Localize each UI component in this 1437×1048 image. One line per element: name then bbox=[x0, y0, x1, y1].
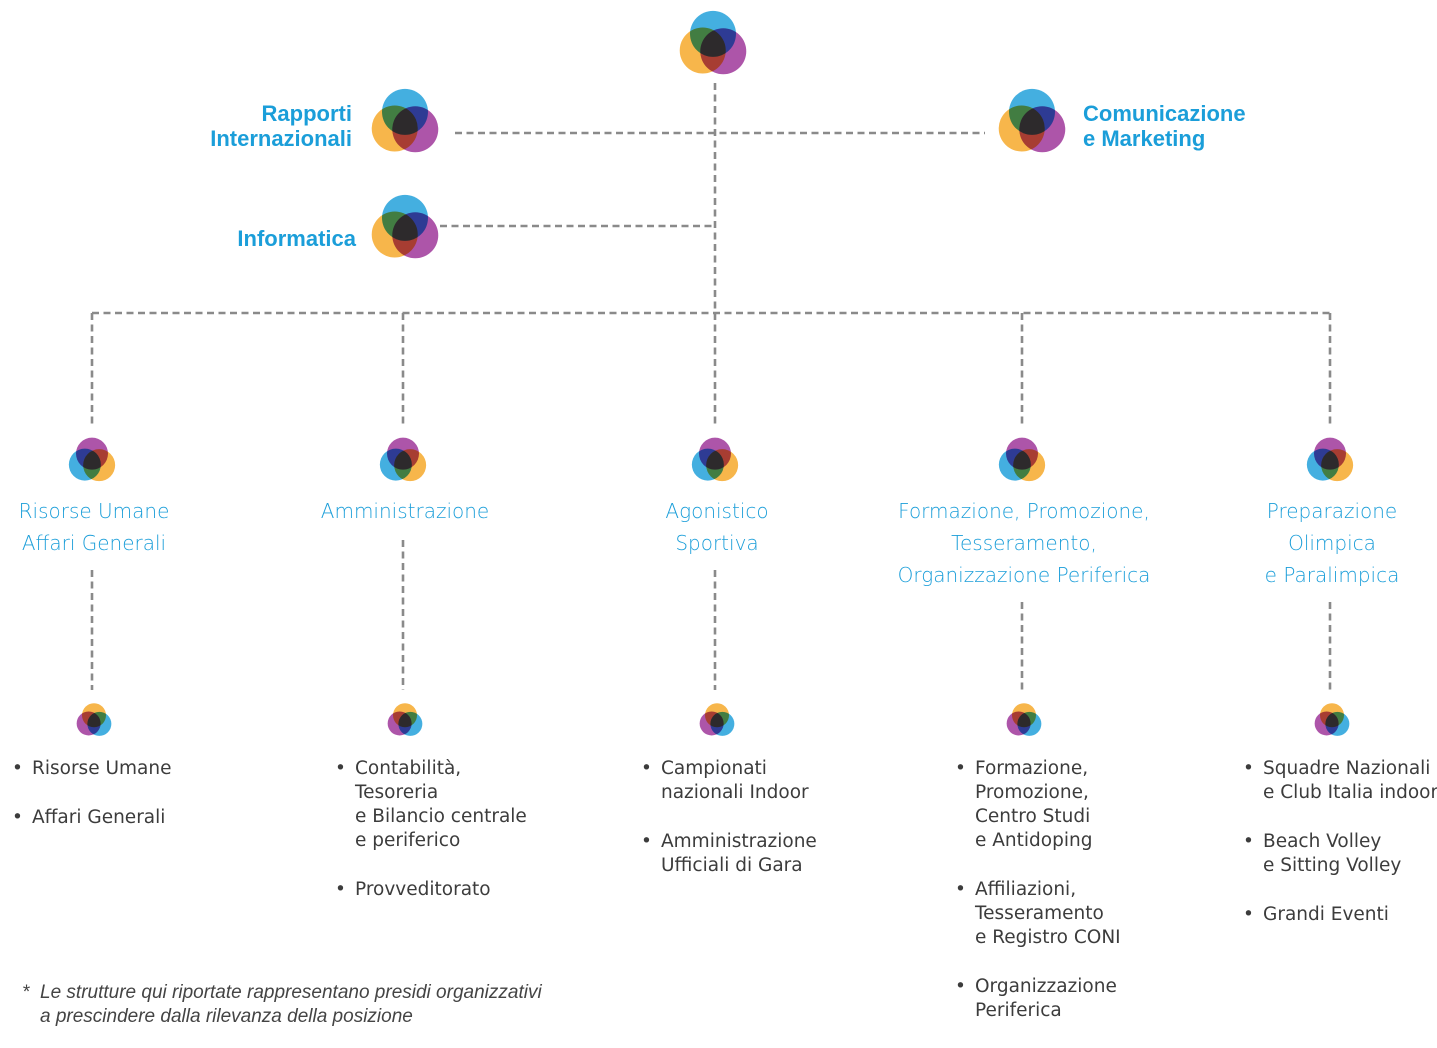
unit-logo-icon bbox=[1314, 703, 1350, 736]
department-logo-icon bbox=[691, 437, 739, 482]
unit-list-item: • Squadre Nazionali e Club Italia indoor bbox=[1241, 757, 1437, 805]
footnote-line: a prescindere dalla rilevanza della posi… bbox=[40, 1006, 413, 1027]
bullet-icon: • bbox=[955, 976, 966, 997]
staff-unit-label-line: Comunicazione bbox=[1083, 101, 1246, 126]
unit-logo-icon bbox=[699, 703, 735, 736]
bullet-icon: • bbox=[1243, 904, 1254, 925]
unit-list-item: • Risorse Umane bbox=[10, 757, 171, 781]
bullet-icon: • bbox=[1243, 758, 1254, 779]
unit-list-item: • Provveditorato bbox=[333, 878, 527, 902]
bullet-icon: • bbox=[12, 758, 23, 779]
unit-logo-icon bbox=[387, 703, 423, 736]
department-label-line: Preparazione bbox=[1266, 499, 1398, 523]
bullet-icon: • bbox=[955, 758, 966, 779]
unit-list-item: • Affari Generali bbox=[10, 806, 171, 830]
department-label-line: e Paralimpica bbox=[1264, 563, 1400, 587]
department-label-line: Organizzazione Periferica bbox=[897, 563, 1151, 587]
staff-logo-icon bbox=[998, 88, 1066, 153]
department-label-line: Sportiva bbox=[675, 531, 759, 555]
bullet-icon: • bbox=[335, 879, 346, 900]
unit-list-item: • Formazione, Promozione, Centro Studi e Ant… bbox=[953, 757, 1121, 853]
unit-list-item-line: e Antidoping bbox=[975, 830, 1093, 851]
unit-list-item-line: Affiliazioni, bbox=[975, 879, 1077, 900]
staff-unit-label-line: Informatica bbox=[237, 226, 356, 251]
bullet-icon: • bbox=[641, 758, 652, 779]
unit-list: • Contabilità, Tesoreria e Bilancio central… bbox=[333, 757, 527, 927]
unit-list-item: • Beach Volley e Sitting Volley bbox=[1241, 830, 1437, 878]
bullet-icon: • bbox=[12, 807, 23, 828]
unit-list-item-line: e periferico bbox=[355, 830, 461, 851]
unit-list-item-line: Centro Studi bbox=[975, 806, 1091, 827]
top-logo-icon bbox=[679, 10, 747, 75]
bullet-icon: • bbox=[955, 879, 966, 900]
staff-unit-label-line: Internazionali bbox=[210, 126, 352, 151]
unit-list-item-line: Formazione, bbox=[975, 758, 1089, 779]
unit-list-item-line: Ufficiali di Gara bbox=[661, 855, 803, 876]
department-label-line: Affari Generali bbox=[21, 531, 167, 555]
unit-list-item-line: Risorse Umane bbox=[32, 758, 172, 779]
department-label: Formazione, Promozione, Tesseramento, Orga… bbox=[898, 495, 1151, 591]
unit-list-item-line: Campionati bbox=[661, 758, 767, 779]
unit-list-item-line: Amministrazione bbox=[661, 831, 817, 852]
staff-unit-label: Informatica bbox=[237, 226, 356, 251]
unit-list-item-line: Affari Generali bbox=[32, 807, 166, 828]
department-label-line: Olimpica bbox=[1288, 531, 1376, 555]
department-logo-icon bbox=[379, 437, 427, 482]
department-label-line: Amministrazione bbox=[320, 499, 490, 523]
unit-list-item-line: Tesoreria bbox=[355, 782, 439, 803]
unit-list-item-line: Grandi Eventi bbox=[1263, 904, 1389, 925]
unit-logo-icon bbox=[1006, 703, 1042, 736]
unit-list-item: • Contabilità, Tesoreria e Bilancio central… bbox=[333, 757, 527, 853]
unit-list: • Formazione, Promozione, Centro Studi e Ant… bbox=[953, 757, 1121, 1048]
unit-list-item-line: e Sitting Volley bbox=[1263, 855, 1402, 876]
department-logo-icon bbox=[68, 437, 116, 482]
unit-list-item-line: Squadre Nazionali bbox=[1263, 758, 1431, 779]
staff-unit-label-line: Rapporti bbox=[261, 101, 352, 126]
unit-logo-icon bbox=[76, 703, 112, 736]
unit-list: • Campionati nazionali Indoor • Amministrazi… bbox=[639, 757, 817, 903]
unit-list-item-line: Provveditorato bbox=[355, 879, 491, 900]
footnote: * Le strutture qui riportate rappresenta… bbox=[22, 981, 542, 1029]
department-logo-icon bbox=[1306, 437, 1354, 482]
department-label-line: Agonistico bbox=[665, 499, 769, 523]
unit-list-item-line: Periferica bbox=[975, 1000, 1062, 1021]
staff-unit-label-line: e Marketing bbox=[1083, 126, 1206, 151]
department-label-line: Tesseramento, bbox=[951, 531, 1097, 555]
unit-list-item-line: nazionali Indoor bbox=[661, 782, 809, 803]
unit-list-item-line: e Club Italia indoor bbox=[1263, 782, 1437, 803]
staff-logo-icon bbox=[371, 194, 439, 259]
staff-logo-icon bbox=[371, 88, 439, 153]
unit-list-item: • Grandi Eventi bbox=[1241, 903, 1437, 927]
footnote-marker: * bbox=[22, 982, 30, 1003]
bullet-icon: • bbox=[641, 831, 652, 852]
department-label-line: Formazione, Promozione, bbox=[898, 499, 1150, 523]
unit-list: • Risorse Umane • Affari Generali bbox=[10, 757, 171, 855]
bullet-icon: • bbox=[335, 758, 346, 779]
bullet-icon: • bbox=[1243, 831, 1254, 852]
unit-list-item-line: Organizzazione bbox=[975, 976, 1117, 997]
unit-list-item-line: Contabilità, bbox=[355, 758, 462, 779]
unit-list: • Squadre Nazionali e Club Italia indoor • B… bbox=[1241, 757, 1437, 952]
department-label-line: Risorse Umane bbox=[18, 499, 170, 523]
unit-list-item-line: Tesseramento bbox=[975, 903, 1104, 924]
department-logo-icon bbox=[998, 437, 1046, 482]
unit-list-item-line: e Registro CONI bbox=[975, 927, 1121, 948]
unit-list-item: • Affiliazioni, Tesseramento e Registro CON… bbox=[953, 878, 1121, 950]
unit-list-item-line: Promozione, bbox=[975, 782, 1089, 803]
department-label: Amministrazione bbox=[321, 495, 489, 527]
unit-list-item-line: e Bilancio centrale bbox=[355, 806, 527, 827]
footnote-line: Le strutture qui riportate rappresentano… bbox=[40, 982, 542, 1003]
unit-list-item-line: Beach Volley bbox=[1263, 831, 1382, 852]
unit-list-item: • Campionati nazionali Indoor bbox=[639, 757, 817, 805]
